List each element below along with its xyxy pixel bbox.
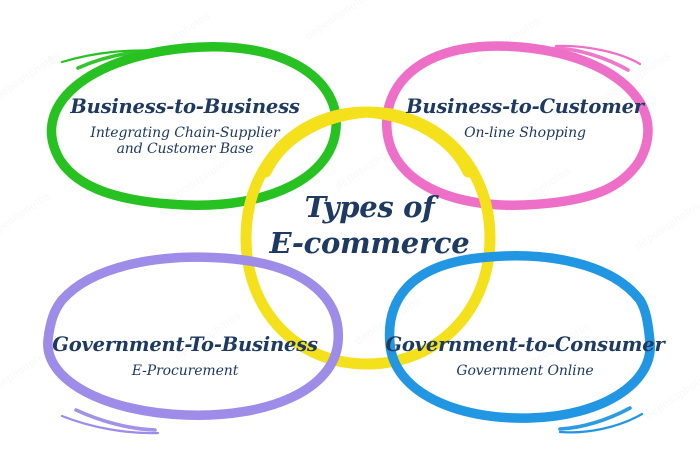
ellipse-g2b-tail-barb: [74, 408, 157, 432]
ellipse-g2b[interactable]: [43, 252, 343, 435]
ellipse-g2c[interactable]: [384, 251, 655, 434]
ellipse-center-overlay-top: [260, 106, 474, 178]
ellipse-center-overlay-arc: [260, 106, 474, 178]
ellipse-b2c-tail: [554, 44, 642, 66]
ellipse-g2b-tail: [60, 414, 160, 435]
ellipse-b2b-tail-barb: [76, 48, 162, 70]
ellipse-b2c-tail-barb: [554, 46, 630, 72]
ellipse-g2c-stroke: [384, 251, 655, 423]
ellipse-g2b-stroke: [43, 252, 343, 420]
ellipse-b2b-stroke: [46, 42, 341, 210]
ellipse-center-stroke: [240, 106, 496, 370]
ellipse-g2c-tail: [558, 412, 644, 434]
ellipse-center-ecommerce[interactable]: [240, 106, 496, 370]
ellipse-b2b[interactable]: [46, 42, 341, 210]
ellipse-g2c-tail-barb: [558, 406, 632, 431]
